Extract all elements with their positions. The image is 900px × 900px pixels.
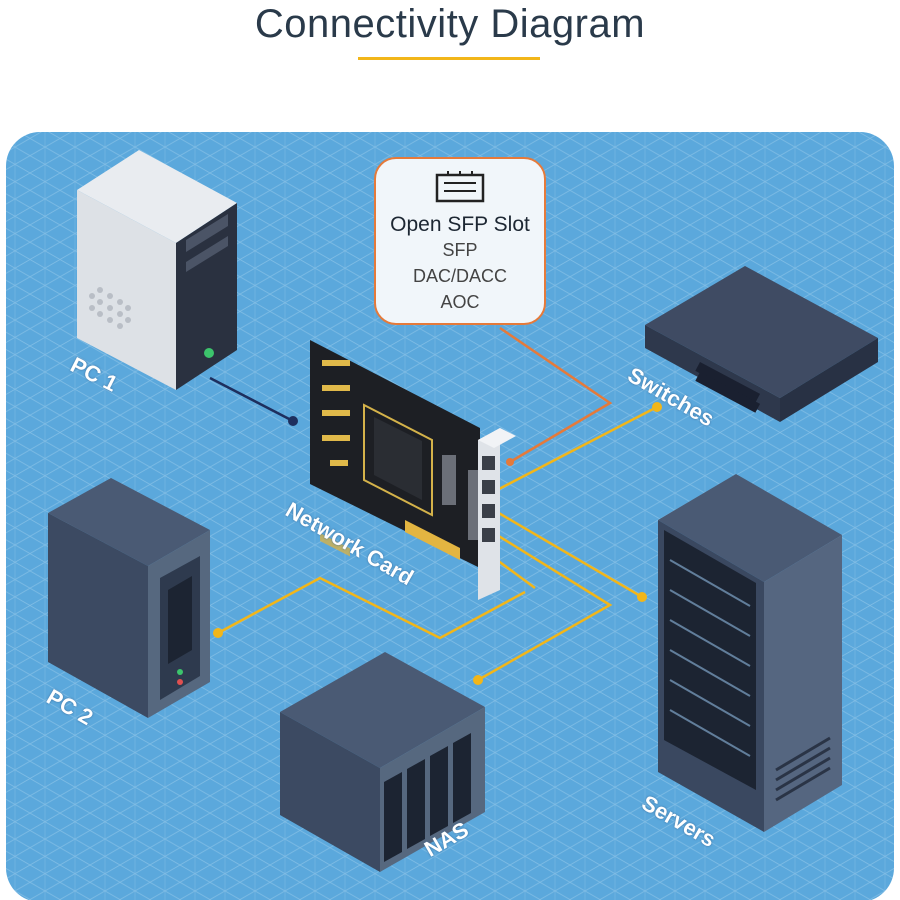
switches-link <box>496 405 658 492</box>
page-title: Connectivity Diagram <box>254 2 646 46</box>
network-links <box>217 405 658 682</box>
callout-title: Open SFP Slot <box>390 213 530 236</box>
pc1-link <box>209 376 294 423</box>
pc2-tower <box>48 478 210 718</box>
sfp-link <box>499 326 613 464</box>
nas-link <box>477 533 613 682</box>
pc1-tower <box>77 150 237 390</box>
callout-item-aoc: AOC <box>440 292 480 312</box>
network-card <box>310 340 516 600</box>
servers-link <box>496 510 643 599</box>
callout-item-sfp: SFP <box>442 240 478 260</box>
pc2-link <box>217 576 526 640</box>
sfp-module-icon <box>435 171 485 203</box>
title-underline <box>358 57 540 60</box>
switch-device <box>645 266 878 422</box>
server-rack <box>658 474 842 832</box>
nas-device <box>280 652 485 872</box>
sfp-callout: Open SFP Slot SFP DAC/DACC AOC <box>374 157 546 325</box>
callout-item-dac: DAC/DACC <box>412 266 507 286</box>
